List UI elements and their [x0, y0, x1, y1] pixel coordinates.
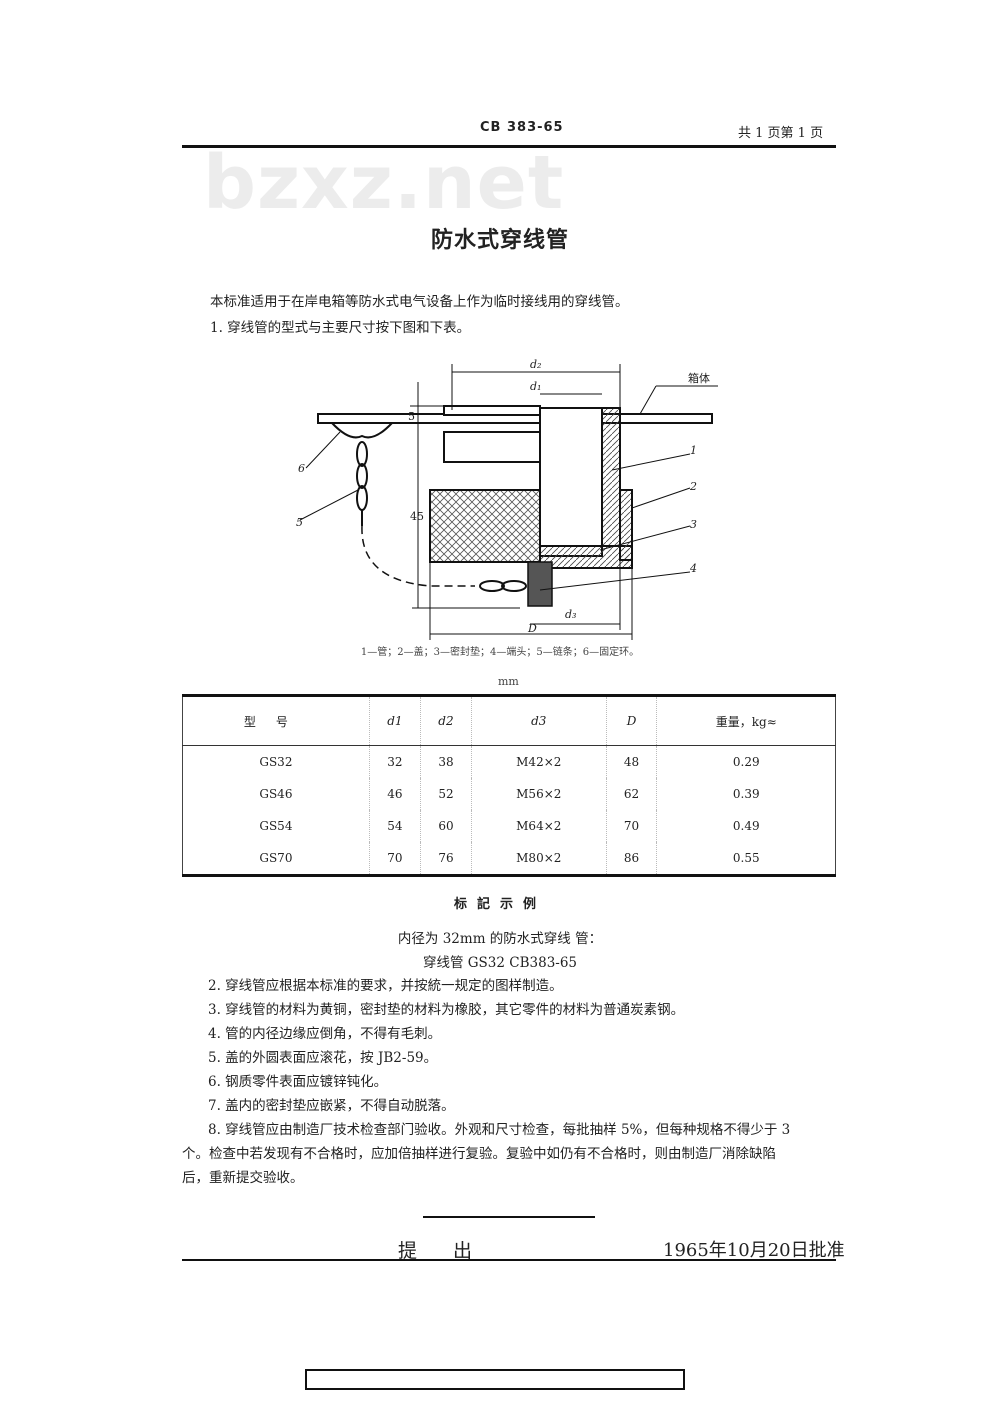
watermark: bzxz.net: [203, 140, 565, 226]
cell-d3: M80×2: [471, 842, 607, 876]
cell-d1: 46: [369, 778, 421, 810]
cell-d3: M64×2: [471, 810, 607, 842]
header-model: 型号: [182, 695, 370, 746]
marking-description: 内径为 32mm 的防水式穿线 管：: [397, 931, 603, 947]
table-unit: mm: [498, 675, 519, 688]
pipe-wall: [601, 407, 621, 547]
clauses: 2. 穿线管应根据本标准的要求，并按統一规定的图样制造。 3. 穿线管的材料为黄…: [182, 974, 838, 1190]
leader-lines: [299, 385, 718, 591]
lower-chain: [479, 580, 527, 592]
clause-3: 3. 穿线管的材料为黄铜，密封垫的材料为橡胶，其它零件的材料为普通炭素钢。: [208, 1002, 685, 1018]
clause-1: 1. 穿线管的型式与主要尺寸按下图和下表。: [210, 320, 471, 336]
header-d2: d2: [420, 695, 473, 746]
cell-model: GS70: [182, 842, 370, 876]
cell-D: 48: [606, 745, 658, 778]
intro-paragraph: 本标准适用于在岸电箱等防水式电气设备上作为临时接线用的穿线管。: [210, 294, 629, 310]
tube-flange: [443, 405, 541, 416]
cap-swing-path: [361, 525, 475, 587]
cell-d1: 54: [369, 810, 421, 842]
header-d3: d3: [471, 695, 607, 746]
technical-drawing: d₂ d₁ d₃ D 5 45 箱体 1 2 3 4 5 6: [296, 358, 718, 640]
figure-caption: 1—管；2—盖；3—密封垫；4—端头；5—链条；6—固定环。: [360, 647, 640, 658]
cell-d1: 32: [369, 745, 421, 778]
cell-model: GS32: [182, 745, 370, 778]
table-row: GS32 32 38 M42×2 48 0.29: [182, 745, 836, 778]
proposed-label: 提出: [398, 1240, 509, 1262]
table-row: GS46 46 52 M56×2 62 0.39: [182, 778, 836, 810]
label-body: 箱体: [688, 371, 710, 385]
signature-rule-long: [182, 1259, 836, 1261]
approval-date: 1965年10月20日批准: [663, 1240, 845, 1261]
clause-8-line-3: 后，重新提交验收。: [182, 1170, 304, 1186]
clause-6: 6. 钢质零件表面应镀锌钝化。: [208, 1074, 388, 1090]
clause-8-line-2: 个。检查中若发现有不合格时，应加倍抽样进行复验。复验中如仍有不合格时，则由制造厂…: [182, 1146, 776, 1162]
label-thickness: 5: [408, 410, 415, 423]
cell-weight: 0.39: [732, 787, 760, 801]
cell-d2: 60: [420, 810, 473, 842]
label-part-3: 3: [690, 518, 697, 531]
cell-d1: 70: [369, 842, 421, 876]
cell-d3: M56×2: [471, 778, 607, 810]
clause-7: 7. 盖内的密封垫应嵌紧，不得自动脱落。: [208, 1098, 455, 1114]
cell-d2: 76: [420, 842, 473, 876]
cell-model: GS54: [182, 810, 370, 842]
label-part-2: 2: [689, 480, 697, 493]
label-height: 45: [410, 510, 424, 523]
clause-5: 5. 盖的外圆表面应滚花，按 JB2-59。: [208, 1050, 438, 1066]
table-row: GS70 70 76 M80×2 86 0.55: [182, 842, 836, 876]
table-header-row: 型号 d1 d2 d3 D 重量，kg≈: [182, 695, 836, 746]
cell-weight: 0.49: [732, 819, 760, 833]
tube-head: [443, 431, 541, 463]
cell-weight: 0.55: [732, 851, 760, 865]
cell-d3: M42×2: [471, 745, 607, 778]
label-d1: d₁: [530, 380, 541, 393]
clause-8: 8. 穿线管应由制造厂技术检查部门验收。外观和尺寸检查，每批抽样 5%，但每种规…: [208, 1122, 791, 1138]
header-D: D: [606, 695, 658, 746]
label-part-1: 1: [690, 444, 697, 457]
fixing-ring: [331, 422, 393, 439]
cell-D: 62: [606, 778, 658, 810]
table-row: GS54 54 60 M64×2 70 0.49: [182, 810, 836, 842]
cap-wall: [619, 489, 633, 561]
marking-example: 穿线管 GS32 CB383-65: [422, 955, 578, 971]
clause-2: 2. 穿线管应根据本标准的要求，并按統一规定的图样制造。: [208, 978, 563, 994]
label-part-4: 4: [689, 562, 697, 575]
document-title: 防水式穿线管: [430, 228, 569, 253]
header-d1: d1: [369, 695, 421, 746]
standard-code: CB 383-65: [480, 120, 564, 135]
cell-D: 70: [606, 810, 658, 842]
label-D: D: [527, 622, 537, 635]
cell-model: GS46: [182, 778, 370, 810]
cell-weight: 0.29: [732, 755, 760, 769]
seal-gasket: [539, 545, 633, 569]
pipe: [539, 407, 603, 557]
chain: [356, 441, 368, 526]
label-d3: d₃: [565, 608, 576, 621]
dimensions-table: 型号 d1 d2 d3 D 重量，kg≈ GS32 32 38 M42×2 48…: [182, 694, 836, 877]
clause-4: 4. 管的内径边缘应倒角，不得有毛刺。: [208, 1026, 442, 1042]
page-info: 共 1 页第 1 页: [738, 126, 824, 141]
cell-d2: 38: [420, 745, 473, 778]
header-weight: 重量，kg≈: [656, 695, 836, 746]
cap-knurl: [429, 489, 541, 563]
marking-title: 标記示例: [453, 897, 546, 912]
label-part-6: 6: [298, 462, 305, 475]
bottom-frame: [305, 1369, 685, 1390]
dimension-lines: [410, 364, 633, 640]
label-d2: d₂: [530, 358, 541, 371]
end-piece: [527, 561, 553, 607]
header-rule: [182, 145, 836, 148]
cell-d2: 52: [420, 778, 473, 810]
signature-rule-short: [423, 1216, 595, 1218]
label-part-5: 5: [296, 516, 303, 529]
cell-D: 86: [606, 842, 658, 876]
